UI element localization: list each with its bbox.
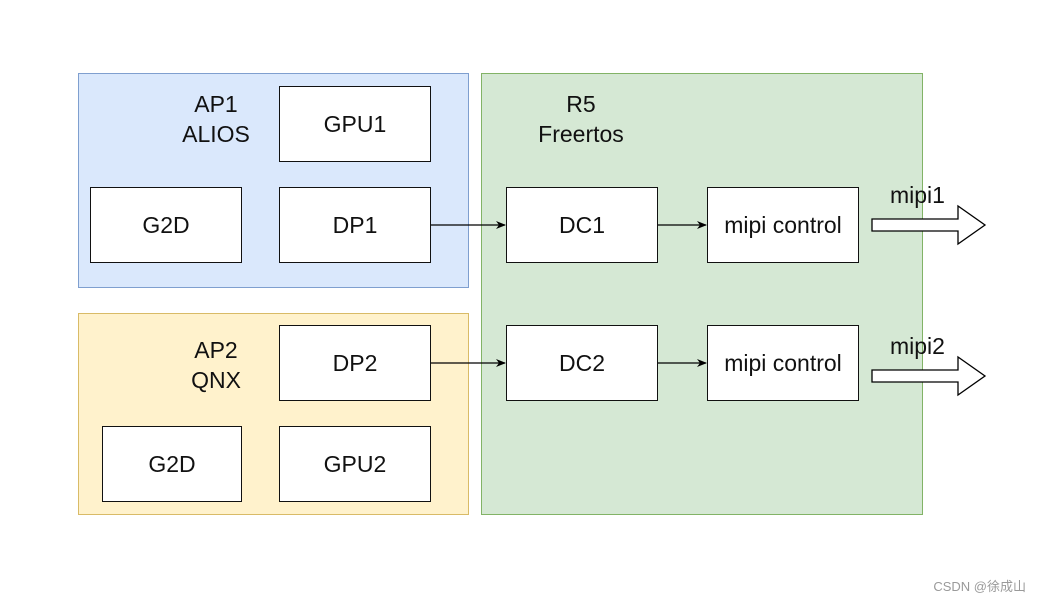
ap1-title-line1: AP1 (194, 91, 238, 117)
ap2-g2d-box: G2D (102, 426, 242, 502)
mipi2-output-arrow (871, 355, 987, 397)
r5-container (481, 73, 923, 515)
ap2-title-line2: QNX (191, 367, 241, 393)
ap2-title: AP2 QNX (178, 335, 254, 395)
ap1-g2d-box: G2D (90, 187, 242, 263)
ap1-gpu-box: GPU1 (279, 86, 431, 162)
mipi1-label: mipi1 (890, 182, 945, 208)
dc1-box: DC1 (506, 187, 658, 263)
ap1-title: AP1 ALIOS (178, 89, 254, 149)
mipi2-label: mipi2 (890, 333, 945, 359)
watermark: CSDN @徐成山 (933, 579, 1026, 594)
dc2-box: DC2 (506, 325, 658, 401)
ap1-dp-box: DP1 (279, 187, 431, 263)
ap2-gpu-box: GPU2 (279, 426, 431, 502)
ap2-dp-box: DP2 (279, 325, 431, 401)
mipi1-output-arrow (871, 204, 987, 246)
r5-title: R5 Freertos (526, 89, 636, 149)
r5-title-line1: R5 (566, 91, 596, 117)
ap1-title-line2: ALIOS (182, 121, 250, 147)
r5-title-line2: Freertos (538, 121, 624, 147)
mipi-control-1-box: mipi control (707, 187, 859, 263)
mipi-control-2-box: mipi control (707, 325, 859, 401)
ap2-title-line1: AP2 (194, 337, 238, 363)
